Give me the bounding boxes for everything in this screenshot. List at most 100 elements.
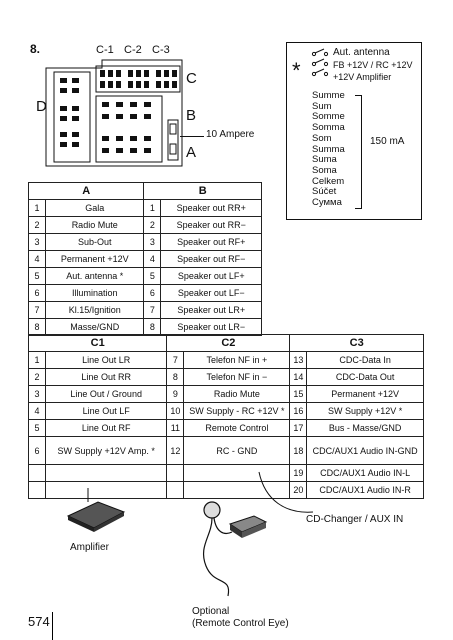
pin-function: Telefon NF in − [183, 368, 291, 386]
pin-function: Line Out RR [44, 368, 168, 386]
legend-line-3: +12V Amplifier [333, 72, 392, 82]
sum-word: Summa [312, 143, 345, 155]
pin-function: Masse/GND [44, 318, 145, 336]
table-header-row: C1 C2 C3 [27, 334, 424, 352]
cd-changer-label: CD-Changer / AUX IN [306, 514, 404, 525]
pin-function: Radio Mute [44, 216, 145, 234]
pin-function: Illumination [44, 284, 145, 302]
sum-word: Sum [312, 100, 332, 112]
block-a-label: A [186, 144, 197, 161]
pin-function: SW Supply - RC +12V * [183, 402, 291, 420]
pin-function: CDC/AUX1 Audio IN-GND [306, 436, 424, 465]
remote-eye-label: (Remote Control Eye) [192, 618, 289, 629]
col-header-c1: C1 [27, 334, 168, 352]
connector-diagram [45, 59, 183, 167]
page-number: 574 [28, 614, 50, 629]
pin-function: Aut. antenna * [44, 267, 145, 285]
legend-line-2: FB +12V / RC +12V [333, 60, 413, 70]
pin-function: Remote Control [183, 419, 291, 437]
table-header-row: A B [27, 182, 262, 200]
pin-number: 11 [166, 419, 185, 437]
pin-function: CDC-Data Out [306, 368, 424, 386]
pin-function: CDC/AUX1 Audio IN-R [306, 481, 424, 499]
pin-function: Kl.15/Ignition [44, 301, 145, 319]
pin-function: SW Supply +12V Amp. * [44, 436, 168, 465]
pin-function: Speaker out LF− [160, 284, 262, 302]
block-c-label: C [186, 70, 197, 87]
pin-number: 10 [166, 402, 185, 420]
pin-number: 1 [28, 351, 46, 369]
sum-word: Somme [312, 111, 345, 123]
pin-number: 15 [289, 385, 308, 403]
pin-function: Permanent +12V [44, 250, 145, 268]
pin-number: 8 [28, 318, 46, 336]
connector-label-c3: C-3 [152, 44, 170, 56]
pin-number: 16 [289, 402, 308, 420]
pin-function: Sub-Out [44, 233, 145, 251]
pin-function: Line Out RF [44, 419, 168, 437]
pin-function: Speaker out RR− [160, 216, 262, 234]
page-divider [52, 612, 53, 640]
connector-label-c1: C-1 [96, 44, 114, 56]
pin-number: 2 [143, 216, 162, 234]
switch-icon [311, 48, 329, 77]
pin-number: 6 [28, 436, 46, 465]
col-header-a: A [27, 182, 145, 200]
pin-number: 3 [28, 385, 46, 403]
pin-number [166, 464, 185, 482]
cd-changer-line [258, 471, 314, 513]
pin-function: Speaker out LR− [160, 318, 262, 336]
current-value: 150 mA [370, 136, 405, 147]
sum-word: Celkem [312, 175, 345, 187]
pin-number: 5 [28, 419, 46, 437]
pin-number: 4 [28, 250, 46, 268]
pin-number: 18 [289, 436, 308, 465]
pin-number: 6 [28, 284, 46, 302]
pin-number: 17 [289, 419, 308, 437]
legend-box [286, 42, 422, 220]
sum-word: Súčet [312, 186, 337, 198]
pin-number: 3 [28, 233, 46, 251]
pin-function [44, 464, 168, 482]
amplifier-icon [66, 488, 126, 532]
pin-number: 12 [166, 436, 185, 465]
col-header-c2: C2 [166, 334, 291, 352]
fuse-note: 10 Ampere [206, 129, 255, 140]
fuse-leader-line [180, 136, 204, 137]
pin-function: Telefon NF in + [183, 351, 291, 369]
pin-function: Line Out / Ground [44, 385, 168, 403]
pin-number: 4 [143, 250, 162, 268]
optional-label: Optional [192, 606, 230, 617]
remote-eye-icon [202, 501, 268, 597]
sum-word-list: Summe Sum Somme Somma Som Summa Suma Som… [312, 90, 345, 209]
pin-number: 6 [143, 284, 162, 302]
amplifier-label: Amplifier [70, 542, 109, 553]
asterisk-mark: * [292, 58, 301, 83]
col-header-b: B [143, 182, 262, 200]
pin-number: 5 [143, 267, 162, 285]
pin-function: Speaker out RF− [160, 250, 262, 268]
sum-word: Suma [312, 154, 337, 166]
section-number: 8. [30, 42, 41, 56]
pin-number [166, 481, 185, 499]
pin-number: 2 [28, 368, 46, 386]
pin-function: Speaker out LR+ [160, 301, 262, 319]
pin-number: 7 [28, 301, 46, 319]
pin-function: Speaker out RF+ [160, 233, 262, 251]
pin-number: 2 [28, 216, 46, 234]
pin-function: Gala [44, 199, 145, 217]
